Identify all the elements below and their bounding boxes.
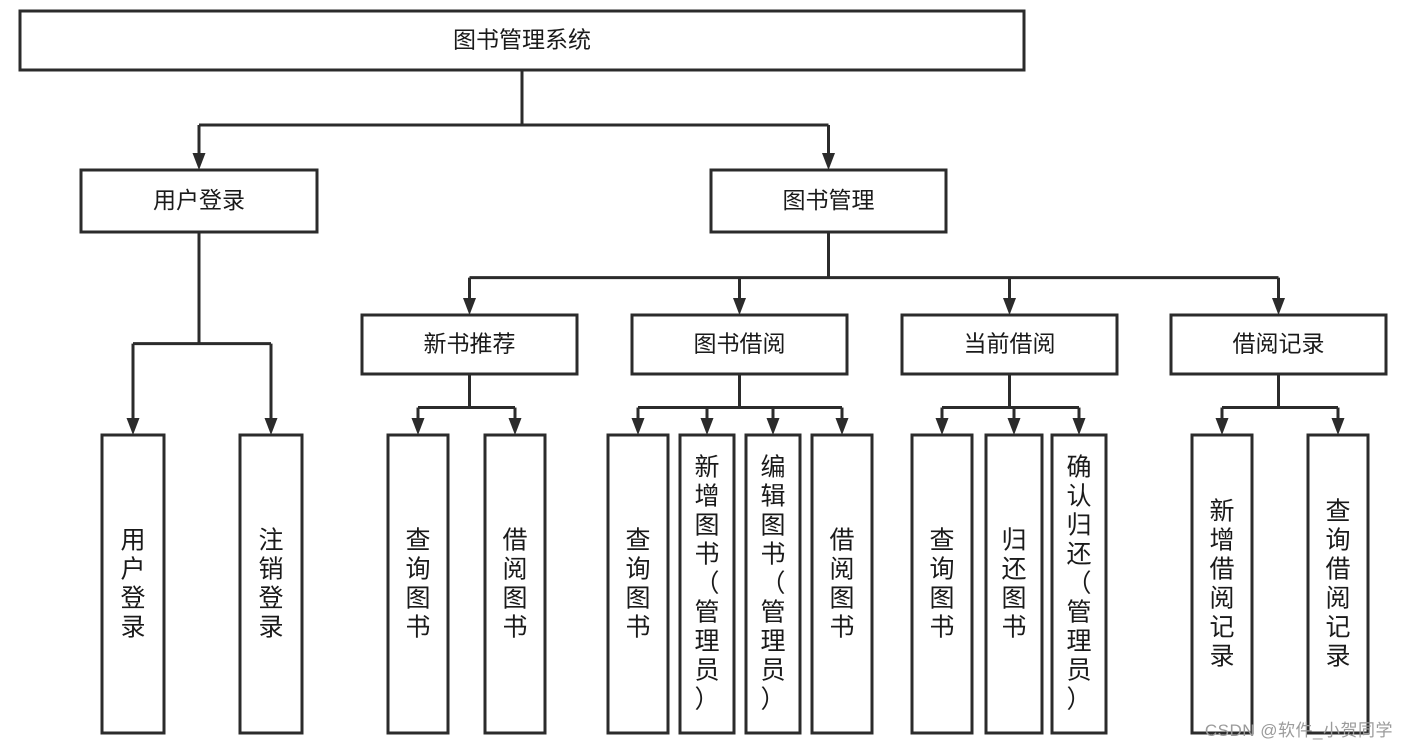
arrow-head-icon <box>835 418 849 435</box>
node-label: 编辑图书（管理员） <box>760 454 785 714</box>
arrow-head-icon <box>192 153 206 170</box>
arrow-head-icon <box>264 418 278 435</box>
node-current-borrow[interactable]: 当前借阅 <box>900 313 1119 376</box>
node-box <box>984 433 1044 735</box>
node-leaf-borrow-book-rec[interactable]: 借阅图书 <box>483 433 547 735</box>
arrow-head-icon <box>1331 418 1345 435</box>
node-book-manage[interactable]: 图书管理 <box>709 168 948 234</box>
node-label: 当前借阅 <box>964 331 1056 357</box>
node-book-borrow[interactable]: 图书借阅 <box>630 313 849 376</box>
node-box <box>79 168 319 234</box>
node-label: 借阅记录 <box>1233 331 1325 357</box>
node-label: 用户登录 <box>153 187 245 213</box>
node-leaf-query-book-borrow[interactable]: 查询图书 <box>606 433 670 735</box>
arrow-head-icon <box>766 418 780 435</box>
node-leaf-query-record[interactable]: 查询借阅记录 <box>1306 433 1370 735</box>
node-label: 图书借阅 <box>694 331 786 357</box>
node-box <box>606 433 670 735</box>
arrow-head-icon <box>1072 418 1086 435</box>
node-box <box>810 433 874 735</box>
node-box <box>1169 313 1388 376</box>
node-box <box>360 313 579 376</box>
node-layer: 图书管理系统用户登录图书管理新书推荐图书借阅当前借阅借阅记录用户登录注销登录查询… <box>18 9 1388 735</box>
node-box <box>386 433 450 735</box>
node-label: 查询图书 <box>625 527 650 642</box>
node-box <box>18 9 1026 72</box>
node-box <box>678 433 736 735</box>
node-box <box>630 313 849 376</box>
node-box <box>100 433 166 735</box>
node-label: 查询图书 <box>405 527 430 642</box>
node-leaf-query-book-current[interactable]: 查询图书 <box>910 433 974 735</box>
node-leaf-query-book-rec[interactable]: 查询图书 <box>386 433 450 735</box>
node-label: 图书管理 <box>783 187 875 213</box>
node-user-login[interactable]: 用户登录 <box>79 168 319 234</box>
node-box <box>1050 433 1108 735</box>
node-box <box>709 168 948 234</box>
node-box <box>238 433 304 735</box>
node-box <box>483 433 547 735</box>
node-box <box>900 313 1119 376</box>
arrow-head-icon <box>411 418 425 435</box>
node-leaf-user-login[interactable]: 用户登录 <box>100 433 166 735</box>
node-label: 借阅图书 <box>502 527 527 642</box>
arrow-head-icon <box>822 153 835 170</box>
node-leaf-edit-book[interactable]: 编辑图书（管理员） <box>744 433 802 735</box>
connector-layer <box>126 70 1345 435</box>
node-leaf-return-book[interactable]: 归还图书 <box>984 433 1044 735</box>
node-root[interactable]: 图书管理系统 <box>18 9 1026 72</box>
node-label: 确认归还（管理员） <box>1066 454 1091 714</box>
node-new-book-recommend[interactable]: 新书推荐 <box>360 313 579 376</box>
arrow-head-icon <box>463 298 476 315</box>
node-label: 归还图书 <box>1001 527 1026 642</box>
arrow-head-icon <box>1215 418 1229 435</box>
node-label: 查询借阅记录 <box>1325 498 1350 671</box>
node-leaf-confirm-return[interactable]: 确认归还（管理员） <box>1050 433 1108 735</box>
arrow-head-icon <box>508 418 522 435</box>
node-label: 新增图书（管理员） <box>694 454 719 714</box>
node-label: 用户登录 <box>120 527 145 642</box>
node-box <box>1190 433 1254 735</box>
node-label: 注销登录 <box>258 527 283 642</box>
node-box <box>744 433 802 735</box>
node-label: 新书推荐 <box>424 331 516 357</box>
node-borrow-record[interactable]: 借阅记录 <box>1169 313 1388 376</box>
node-leaf-logout[interactable]: 注销登录 <box>238 433 304 735</box>
watermark-label: CSDN @软件_小贺同学 <box>1204 721 1393 740</box>
node-leaf-add-book[interactable]: 新增图书（管理员） <box>678 433 736 735</box>
node-leaf-add-record[interactable]: 新增借阅记录 <box>1190 433 1254 735</box>
arrow-head-icon <box>1007 418 1021 435</box>
node-label: 查询图书 <box>929 527 954 642</box>
arrow-head-icon <box>126 418 140 435</box>
arrow-head-icon <box>935 418 949 435</box>
arrow-head-icon <box>733 298 746 315</box>
arrow-head-icon <box>700 418 714 435</box>
arrow-head-icon <box>1003 298 1016 315</box>
node-label: 图书管理系统 <box>453 27 591 53</box>
node-leaf-borrow-book[interactable]: 借阅图书 <box>810 433 874 735</box>
arrow-head-icon <box>631 418 645 435</box>
node-label: 新增借阅记录 <box>1209 498 1234 671</box>
node-box <box>1306 433 1370 735</box>
node-label: 借阅图书 <box>829 527 854 642</box>
arrow-head-icon <box>1272 298 1285 315</box>
node-box <box>910 433 974 735</box>
